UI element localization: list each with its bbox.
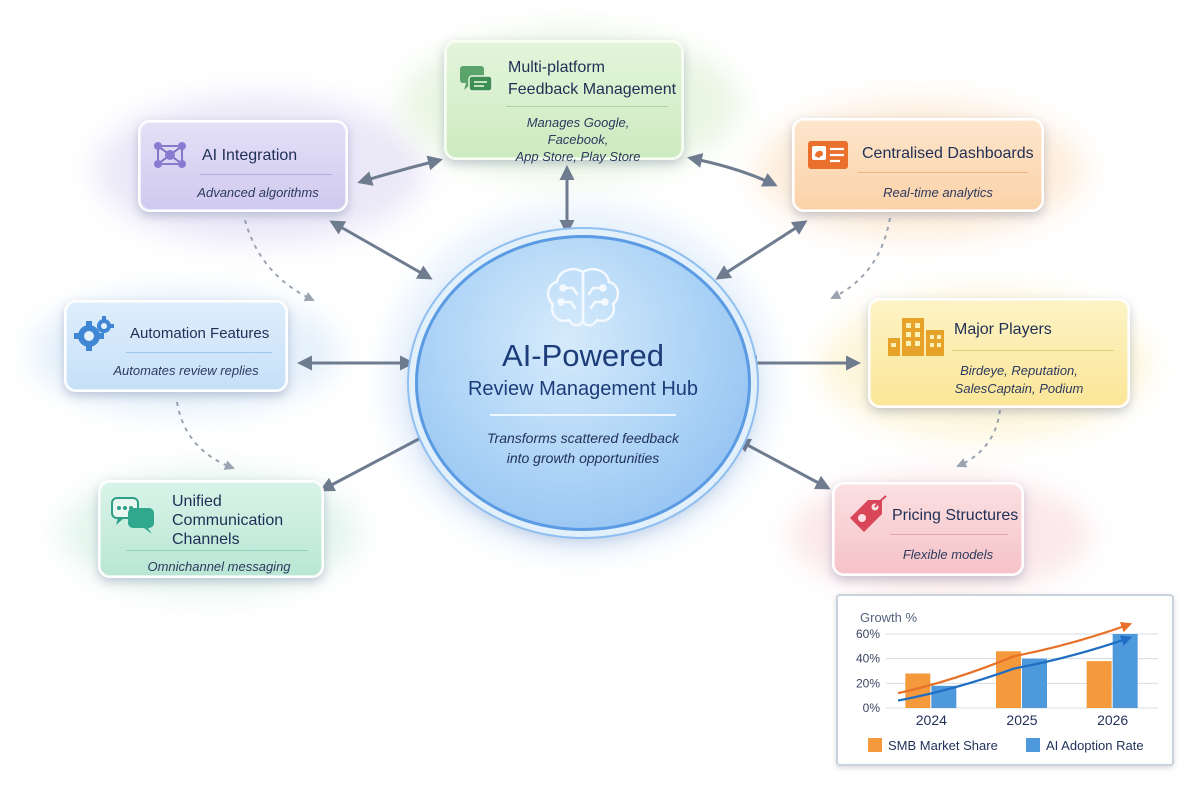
growth-chart: 0% 20% 40% 60% 2024 2025 2026 <box>856 621 1158 728</box>
trend-line-ai <box>897 635 1133 702</box>
brain-circuit-icon <box>546 268 620 327</box>
unified-divider <box>126 550 308 551</box>
multi-platform-title-line2: Feedback Management <box>508 81 677 98</box>
growth-chart-panel: 0% 20% 40% 60% 2024 2025 2026 Growth % SMB Mar… <box>836 594 1174 766</box>
card-multi-platform[interactable]: Multi-platform Feedback Management Manag… <box>444 40 684 164</box>
card-unified[interactable]: Unified Communication Channels Omnichann… <box>98 480 324 578</box>
arrow-hub-pricing <box>735 438 831 490</box>
dashboard-icon <box>808 141 848 169</box>
unified-title-line3: Channels <box>172 531 240 548</box>
dashed-dashboards <box>830 217 891 300</box>
legend-item-smb: SMB Market Share <box>868 738 998 753</box>
y-tick-label-2: 40% <box>856 652 880 666</box>
x-tick-label-2024: 2024 <box>916 712 947 728</box>
bar-ai-2026 <box>1112 634 1138 708</box>
x-tick-label-2026: 2026 <box>1097 712 1128 728</box>
dashboards-desc: Real-time analytics <box>883 185 993 200</box>
card-pricing[interactable]: Pricing Structures Flexible models <box>832 482 1024 576</box>
legend-swatch-ai <box>1026 738 1040 752</box>
hub-description-line1: Transforms scattered feedback <box>487 430 679 446</box>
unified-title: Unified Communication Channels <box>172 492 283 549</box>
y-tick-label-1: 20% <box>856 676 880 690</box>
pricing-divider <box>890 534 1008 535</box>
legend-swatch-smb <box>868 738 882 752</box>
bar-smb-2026 <box>1086 661 1112 708</box>
card-dashboards[interactable]: Centralised Dashboards Real-time analyti… <box>792 118 1044 212</box>
ai-integration-divider <box>200 174 332 175</box>
arrow-hub-dashboards <box>715 220 808 280</box>
dashboards-divider <box>858 172 1028 173</box>
major-players-desc: Birdeye, Reputation, SalesCaptain, Podiu… <box>910 362 1128 397</box>
bar-smb-2025 <box>996 651 1021 708</box>
arrow-multi-platform-dashboards <box>687 153 778 187</box>
gears-icon <box>74 316 114 351</box>
unified-title-line2: Communication <box>172 512 284 529</box>
buildings-icon <box>888 318 944 356</box>
major-players-divider <box>952 350 1114 351</box>
pricing-title: Pricing Structures <box>892 507 1019 524</box>
neural-network-icon <box>154 142 186 168</box>
arrow-hub-unified <box>319 430 435 492</box>
hub-divider <box>490 414 676 416</box>
hub-description: Transforms scattered feedback into growt… <box>418 428 748 468</box>
card-ai-integration[interactable]: AI Integration Advanced algorithms <box>138 120 348 212</box>
automation-desc: Automates review replies <box>113 363 259 378</box>
price-tag-icon <box>850 495 887 532</box>
central-hub[interactable]: AI-Powered Review Management Hub Transfo… <box>415 235 751 531</box>
dashed-automation <box>176 401 235 470</box>
pricing-desc: Flexible models <box>902 547 994 562</box>
legend-item-ai: AI Adoption Rate <box>1026 738 1144 753</box>
y-tick-label-3: 60% <box>856 627 880 641</box>
ai-integration-desc: Advanced algorithms <box>197 185 319 200</box>
ai-integration-title: AI Integration <box>202 147 298 164</box>
legend-label-ai: AI Adoption Rate <box>1046 738 1144 753</box>
major-players-desc-line1: Birdeye, Reputation, <box>960 363 1078 378</box>
multi-platform-title: Multi-platform Feedback Management <box>508 58 676 99</box>
dashboards-title: Centralised Dashboards <box>862 145 1034 162</box>
multi-platform-desc-line2: App Store, Play Store <box>515 149 641 164</box>
multi-platform-divider <box>506 106 668 107</box>
arrow-multi-platform-ai-integration <box>357 155 443 186</box>
automation-divider <box>126 352 272 353</box>
chart-title: Growth % <box>860 610 918 625</box>
y-tick-label-0: 0% <box>863 701 881 715</box>
unified-title-line1: Unified <box>172 493 222 510</box>
chat-bubbles-icon <box>460 66 493 92</box>
card-major-players[interactable]: Major Players Birdeye, Reputation, Sales… <box>868 298 1130 408</box>
trend-line-smb <box>897 621 1133 695</box>
multi-platform-desc: Manages Google, Facebook, App Store, Pla… <box>496 114 660 165</box>
card-automation[interactable]: Automation Features Automates review rep… <box>64 300 288 392</box>
hub-title: AI-Powered <box>502 338 664 373</box>
x-tick-label-2025: 2025 <box>1006 712 1037 728</box>
dashed-ai-integration <box>244 219 315 302</box>
unified-desc: Omnichannel messaging <box>147 559 291 574</box>
major-players-title: Major Players <box>954 321 1052 338</box>
dashed-major-players <box>956 409 1001 468</box>
multi-platform-title-line1: Multi-platform <box>508 59 605 76</box>
automation-title: Automation Features <box>130 325 270 342</box>
hub-subtitle: Review Management Hub <box>467 378 699 400</box>
legend-label-smb: SMB Market Share <box>888 738 998 753</box>
multi-platform-desc-line1: Manages Google, Facebook, <box>526 115 630 147</box>
hub-description-line2: into growth opportunities <box>506 450 660 466</box>
major-players-desc-line2: SalesCaptain, Podium <box>954 381 1084 396</box>
speech-bubbles-icon <box>111 497 154 534</box>
arrow-hub-ai-integration <box>329 220 433 280</box>
